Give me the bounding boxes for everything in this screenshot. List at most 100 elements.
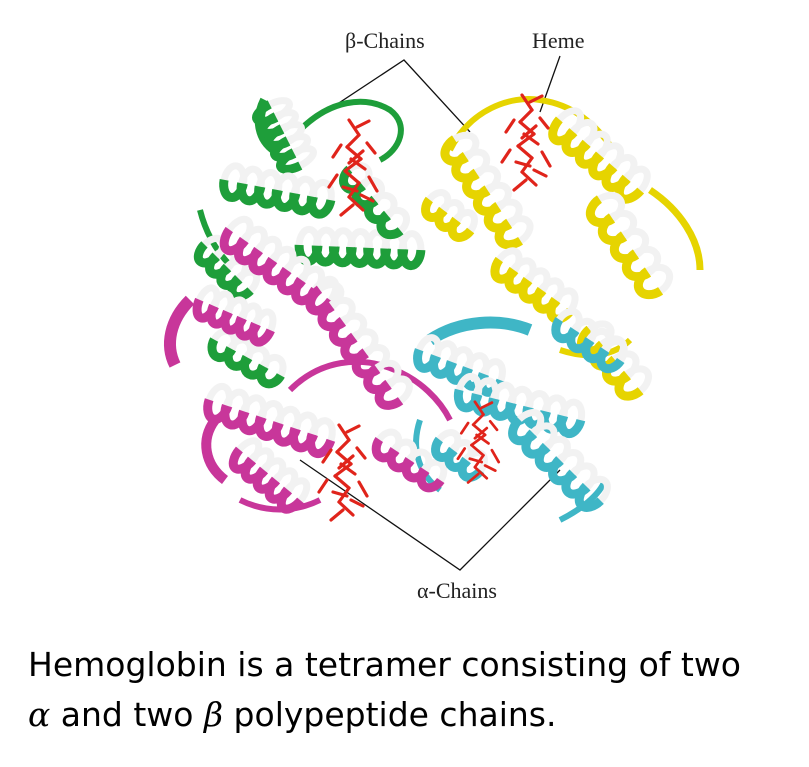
heme-bond	[500, 148, 512, 164]
heme-bond	[488, 419, 499, 432]
heme-bond	[337, 500, 355, 517]
heme-bond	[540, 150, 552, 168]
helix-turn	[306, 432, 336, 458]
helix-alpha-chain-2-18	[413, 334, 506, 397]
helix-turn	[306, 195, 336, 219]
heme-bond	[347, 149, 365, 165]
helix-turn	[376, 210, 404, 240]
heme-bond	[520, 93, 534, 112]
heme-bond	[516, 144, 534, 160]
heme-bond	[345, 145, 363, 161]
helix-turn	[227, 275, 254, 302]
heme-bond	[473, 465, 489, 480]
caption-line-2: α and two β polypeptide chains.	[28, 690, 798, 740]
heme-bond	[337, 423, 351, 442]
heme-group-3	[317, 423, 369, 522]
heme-bond	[471, 413, 485, 427]
heme-bond	[490, 448, 501, 464]
heme-bond	[456, 447, 467, 461]
heme-bond	[480, 401, 494, 410]
helix-beta-chain-1-3	[294, 225, 426, 270]
heme-bond	[518, 120, 536, 136]
heme-bond	[514, 160, 532, 168]
helix-turn	[276, 148, 303, 174]
heme-bond	[512, 178, 528, 192]
helix-beta-chain-2-7	[548, 107, 651, 204]
helix-alpha-chain-1-16	[228, 437, 311, 514]
heme-bond	[331, 143, 343, 159]
helix-turn	[494, 218, 523, 250]
helix-alpha-chain-2-20	[508, 409, 611, 512]
helix-turn	[416, 467, 445, 493]
caption-line-1: Hemoglobin is a tetramer consisting of t…	[28, 645, 741, 684]
heme-bond	[343, 157, 363, 173]
helix-beta-chain-2-6	[440, 131, 534, 250]
helix-beta-chain-1-4	[339, 161, 411, 240]
heme-bond	[355, 446, 367, 460]
heme-bond	[333, 462, 353, 478]
heme-bond	[520, 124, 538, 140]
helix-coils	[192, 97, 674, 514]
helix-alpha-chain-2-21	[551, 307, 628, 373]
heme-group-2	[500, 93, 552, 192]
heme-bond	[343, 169, 361, 185]
heme-bond	[345, 424, 361, 434]
helix-alpha-chain-1-14	[306, 281, 413, 410]
heme-bond	[347, 195, 365, 212]
heme-bond	[335, 450, 353, 466]
heme-bond	[365, 141, 377, 155]
helix-turn	[614, 370, 644, 401]
helix-turn	[596, 347, 625, 373]
beta-symbol: β	[203, 695, 224, 734]
heme-bond	[359, 193, 375, 203]
heme-bond	[349, 498, 365, 508]
helix-turn	[574, 482, 604, 512]
heme-bond	[520, 170, 538, 187]
helix-turn	[276, 486, 305, 514]
helix-turn	[447, 216, 475, 242]
helix-alpha-chain-1-17	[371, 428, 448, 493]
heme-bond	[321, 448, 333, 464]
heme-bond	[528, 94, 544, 104]
heme-bond	[355, 119, 371, 129]
helix-turn	[374, 379, 404, 410]
heme-bond	[532, 168, 548, 178]
heme-group-4	[456, 400, 501, 484]
heme-bond	[473, 400, 485, 416]
heme-bond	[504, 118, 516, 134]
alpha-symbol: α	[28, 695, 51, 734]
heme-groups	[317, 93, 552, 522]
heme-bond	[327, 173, 339, 189]
heme-bond	[337, 454, 355, 470]
helix-beta-chain-2-8	[586, 191, 674, 300]
heme-bond	[345, 133, 361, 149]
helix-turn	[256, 363, 285, 389]
helix-turn	[634, 267, 664, 300]
heme-bond	[317, 478, 329, 494]
heme-bond	[341, 185, 359, 193]
heme-bond	[473, 426, 489, 440]
heme-bond	[329, 508, 345, 522]
heme-bond	[335, 438, 351, 454]
heme-bond	[483, 464, 497, 472]
heme-group-1	[327, 118, 379, 217]
caption-line-2-mid: and two	[50, 695, 204, 734]
helix-beta-chain-2-11	[421, 189, 478, 242]
heme-bond	[347, 118, 361, 137]
helix-turn	[397, 249, 426, 270]
heme-bond	[331, 490, 349, 498]
heme-bond	[470, 433, 487, 447]
heme-bond	[468, 457, 484, 464]
beta-chains-label: β-Chains	[345, 28, 425, 53]
figure-caption: Hemoglobin is a tetramer consisting of t…	[28, 640, 798, 740]
alpha-chains-label: α-Chains	[417, 578, 497, 603]
helix-alpha-chain-1-15	[203, 382, 336, 458]
heme-bond	[357, 480, 369, 498]
helix-beta-chain-1-0	[252, 97, 317, 174]
heme-bond	[516, 132, 536, 148]
helix-turn	[248, 321, 275, 347]
heme-bond	[466, 472, 480, 484]
heme-bond	[538, 116, 550, 130]
helix-turn	[556, 414, 586, 438]
heme-bond	[470, 443, 485, 457]
